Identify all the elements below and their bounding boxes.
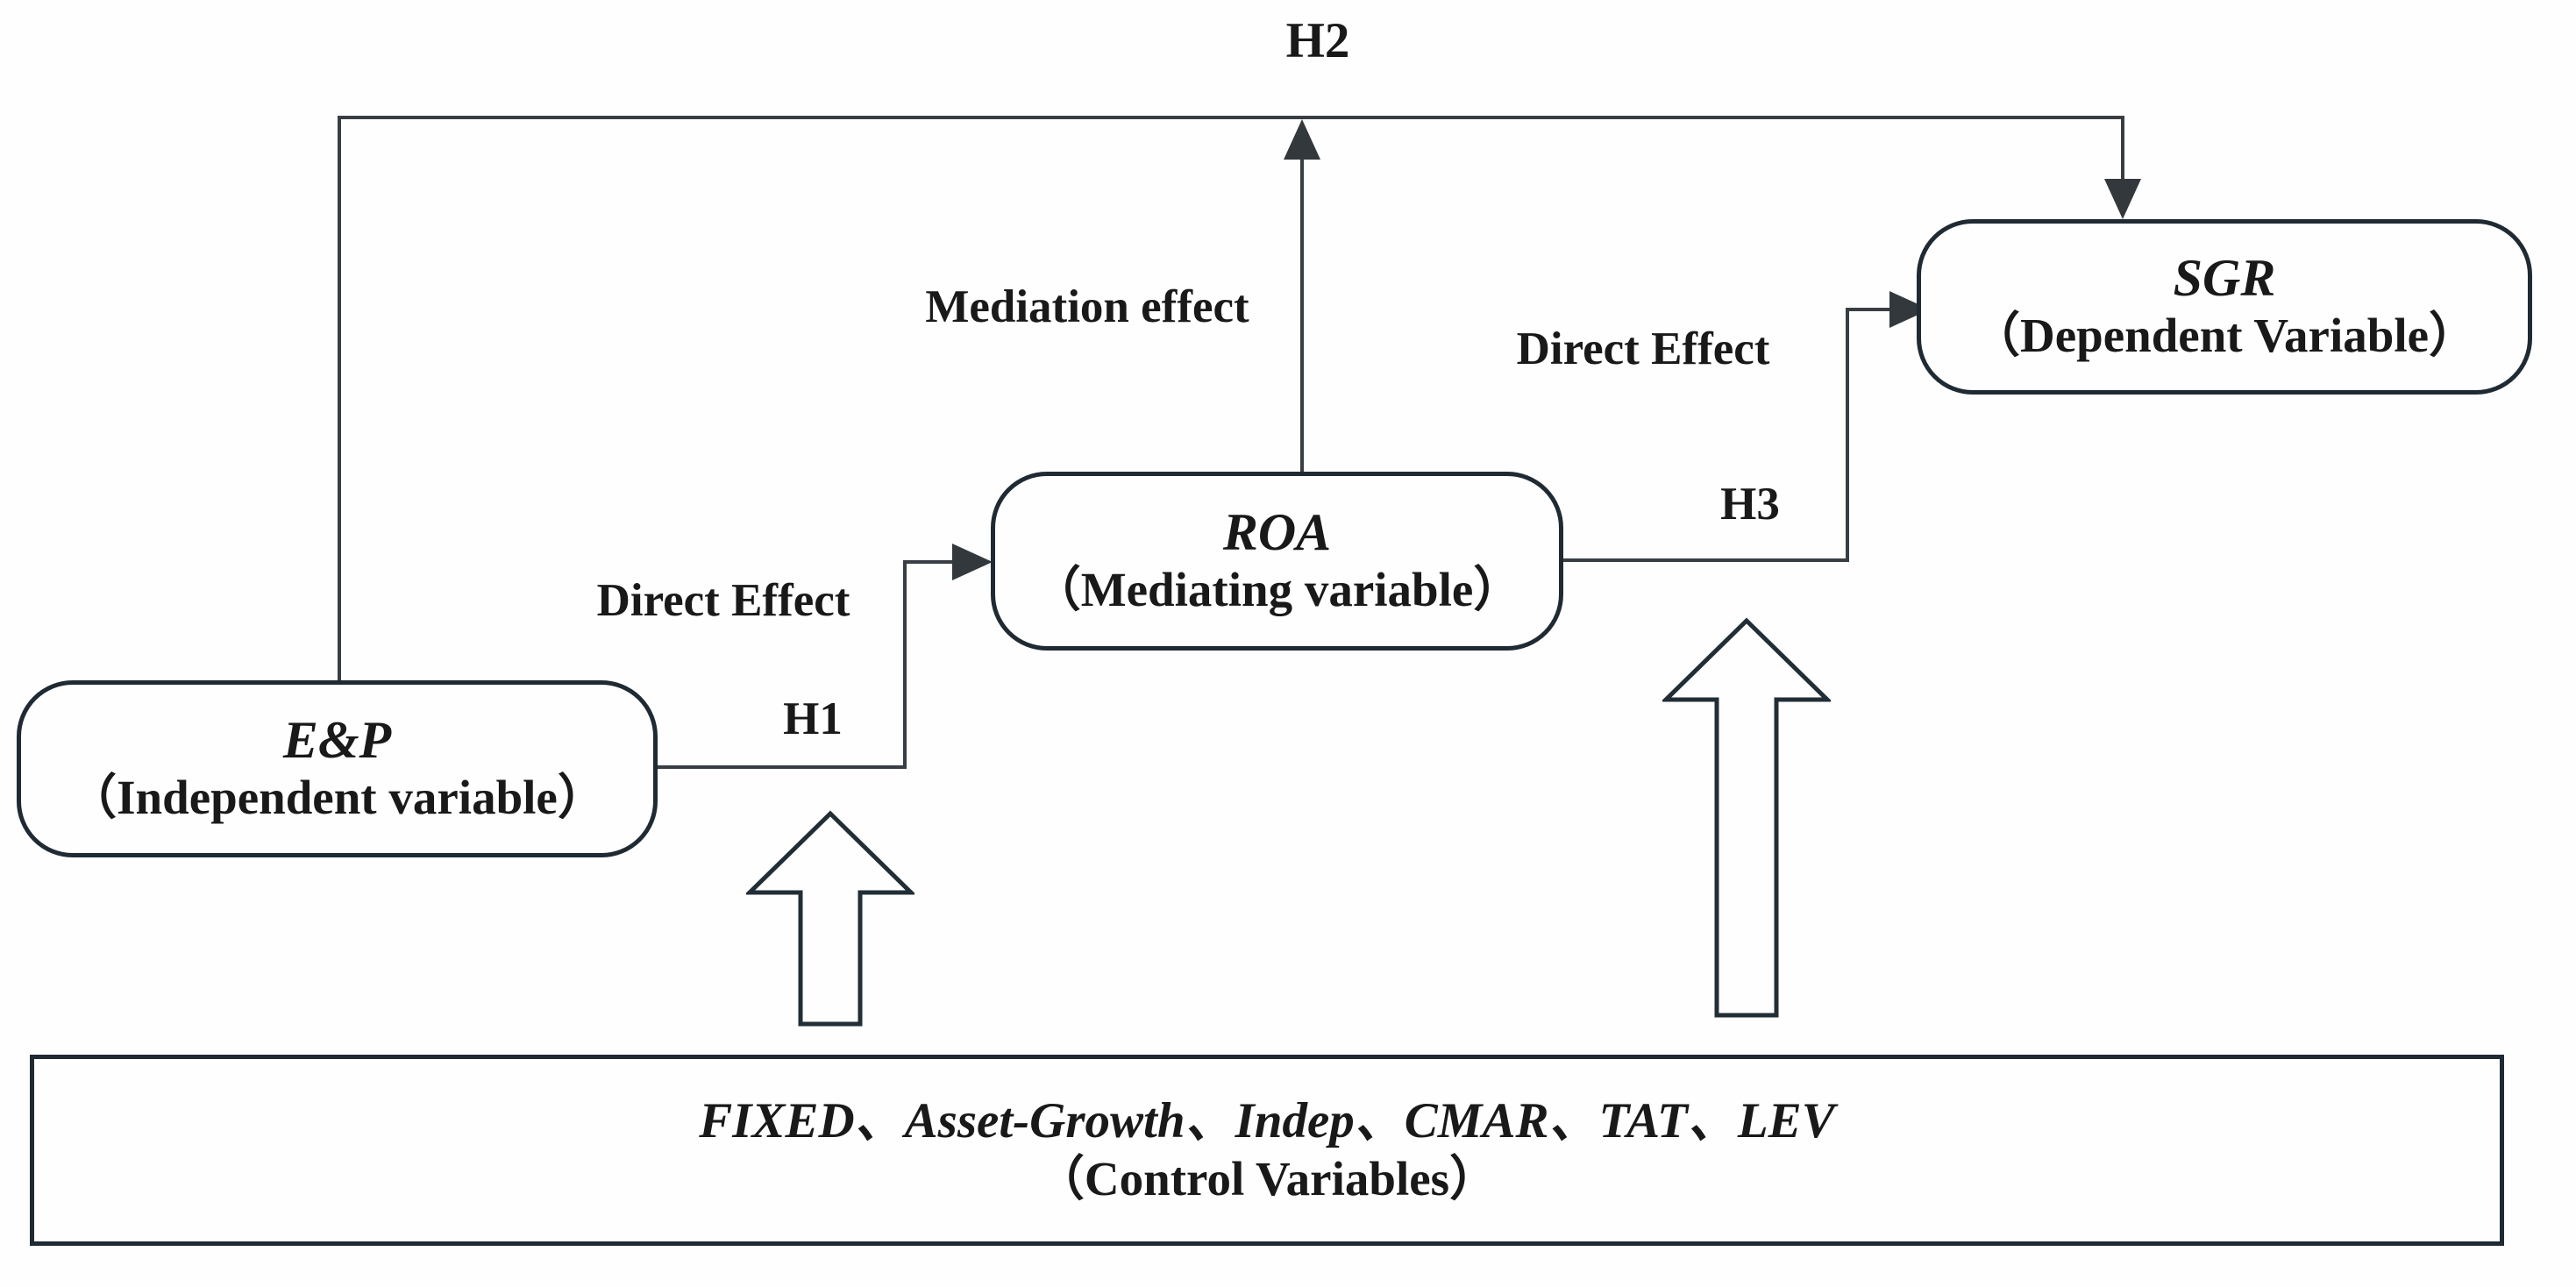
label-h1: H1 [783, 693, 843, 744]
h3-connector-lower-horizontal [1563, 558, 1849, 562]
h3-connector-vertical [1846, 308, 1849, 562]
label-h3: H3 [1720, 479, 1780, 530]
node-mediating-subtitle: （Mediating variable） [1032, 563, 1522, 617]
label-direct-effect-right: Direct Effect [1516, 324, 1770, 374]
label-direct-effect-left: Direct Effect [596, 575, 850, 626]
node-control-variables: FIXED、Asset-Growth、Indep、CMAR、TAT、LEV （C… [30, 1055, 2504, 1246]
controls-block-arrow-right-icon [1662, 617, 1831, 1018]
h3-connector-upper-horizontal [1846, 308, 1891, 311]
mediation-connector-vertical [1300, 156, 1304, 473]
node-dependent-title: SGR [2173, 248, 2276, 307]
controls-block-arrow-left-icon [746, 810, 914, 1027]
node-independent-subtitle: （Independent variable） [68, 771, 606, 825]
node-controls-title: FIXED、Asset-Growth、Indep、CMAR、TAT、LEV [699, 1093, 1835, 1149]
node-independent-title: E&P [282, 710, 392, 769]
node-mediating-title: ROA [1222, 502, 1332, 561]
h1-connector-vertical [903, 560, 907, 769]
h1-connector-lower-horizontal [658, 765, 907, 769]
node-dependent-variable: SGR （Dependent Variable） [1917, 219, 2532, 395]
h2-connector-horizontal [338, 116, 2123, 119]
node-dependent-subtitle: （Dependent Variable） [1971, 309, 2478, 363]
label-mediation-effect: Mediation effect [925, 281, 1249, 332]
label-h2: H2 [1285, 13, 1350, 68]
node-controls-subtitle: （Control Variables） [1035, 1151, 1498, 1205]
h2-connector-right-vertical [2121, 116, 2124, 182]
node-mediating-variable: ROA （Mediating variable） [991, 472, 1563, 651]
h2-arrowhead-down-icon [2104, 179, 2141, 219]
h1-connector-upper-horizontal [903, 560, 954, 564]
mediation-arrowhead-up-icon [1284, 119, 1320, 160]
h1-arrowhead-right-icon [952, 544, 993, 580]
h2-connector-left-vertical [338, 116, 341, 682]
node-independent-variable: E&P （Independent variable） [17, 680, 658, 857]
